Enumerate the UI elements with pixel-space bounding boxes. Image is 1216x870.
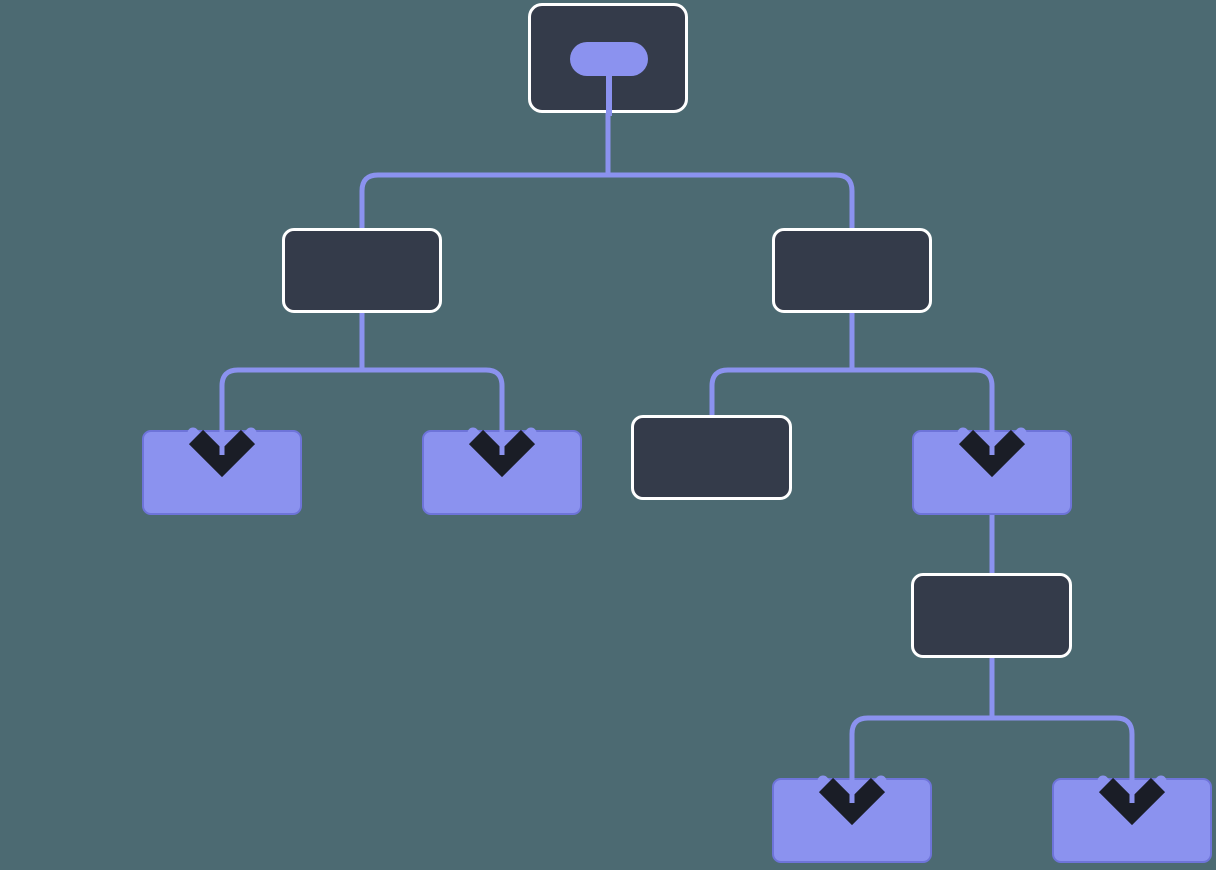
node-l4[interactable]	[911, 573, 1072, 658]
root-pill-stem-icon	[606, 66, 612, 116]
node-l3-a[interactable]	[142, 430, 302, 515]
node-l3-b[interactable]	[422, 430, 582, 515]
node-l5-a[interactable]	[772, 778, 932, 863]
node-root[interactable]	[528, 3, 688, 116]
edge-root-to-l2-right	[608, 172, 855, 228]
node-l2-left[interactable]	[282, 228, 442, 313]
edge-root-to-l2-left	[359, 172, 608, 228]
node-l3-c[interactable]	[631, 415, 792, 500]
node-l2-right[interactable]	[772, 228, 932, 313]
edge-l2-right-to-l3-c	[709, 367, 852, 417]
node-l3-d[interactable]	[912, 430, 1072, 515]
node-l5-b[interactable]	[1052, 778, 1212, 863]
